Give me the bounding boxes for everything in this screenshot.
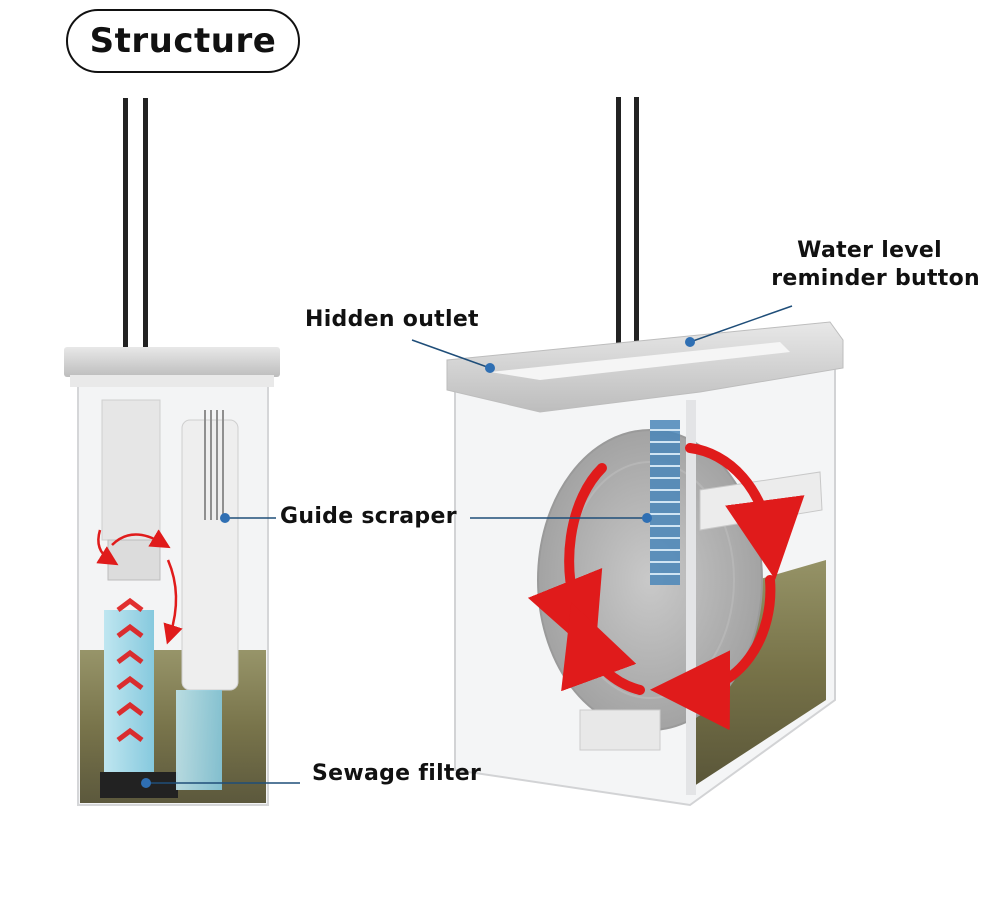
callout-water-level — [685, 305, 793, 347]
label-guide-scraper: Guide scraper — [280, 504, 457, 529]
label-hidden-outlet: Hidden outlet — [305, 307, 479, 332]
bucket-left — [64, 98, 280, 806]
title-badge: Structure — [66, 9, 300, 73]
callout-sewage-filter — [141, 778, 300, 788]
label-water-level-line2: reminder button — [771, 266, 980, 291]
page-title: Structure — [89, 21, 277, 61]
callout-guide-scraper-right — [470, 513, 652, 523]
bucket-right — [446, 97, 844, 807]
callout-guide-scraper-left — [220, 513, 276, 523]
flow-chevrons — [116, 597, 144, 742]
label-sewage-filter: Sewage filter — [312, 761, 482, 786]
rotation-arrows — [96, 529, 183, 645]
label-water-level-line1: Water level — [797, 238, 942, 263]
callout-hidden-outlet — [411, 339, 495, 373]
